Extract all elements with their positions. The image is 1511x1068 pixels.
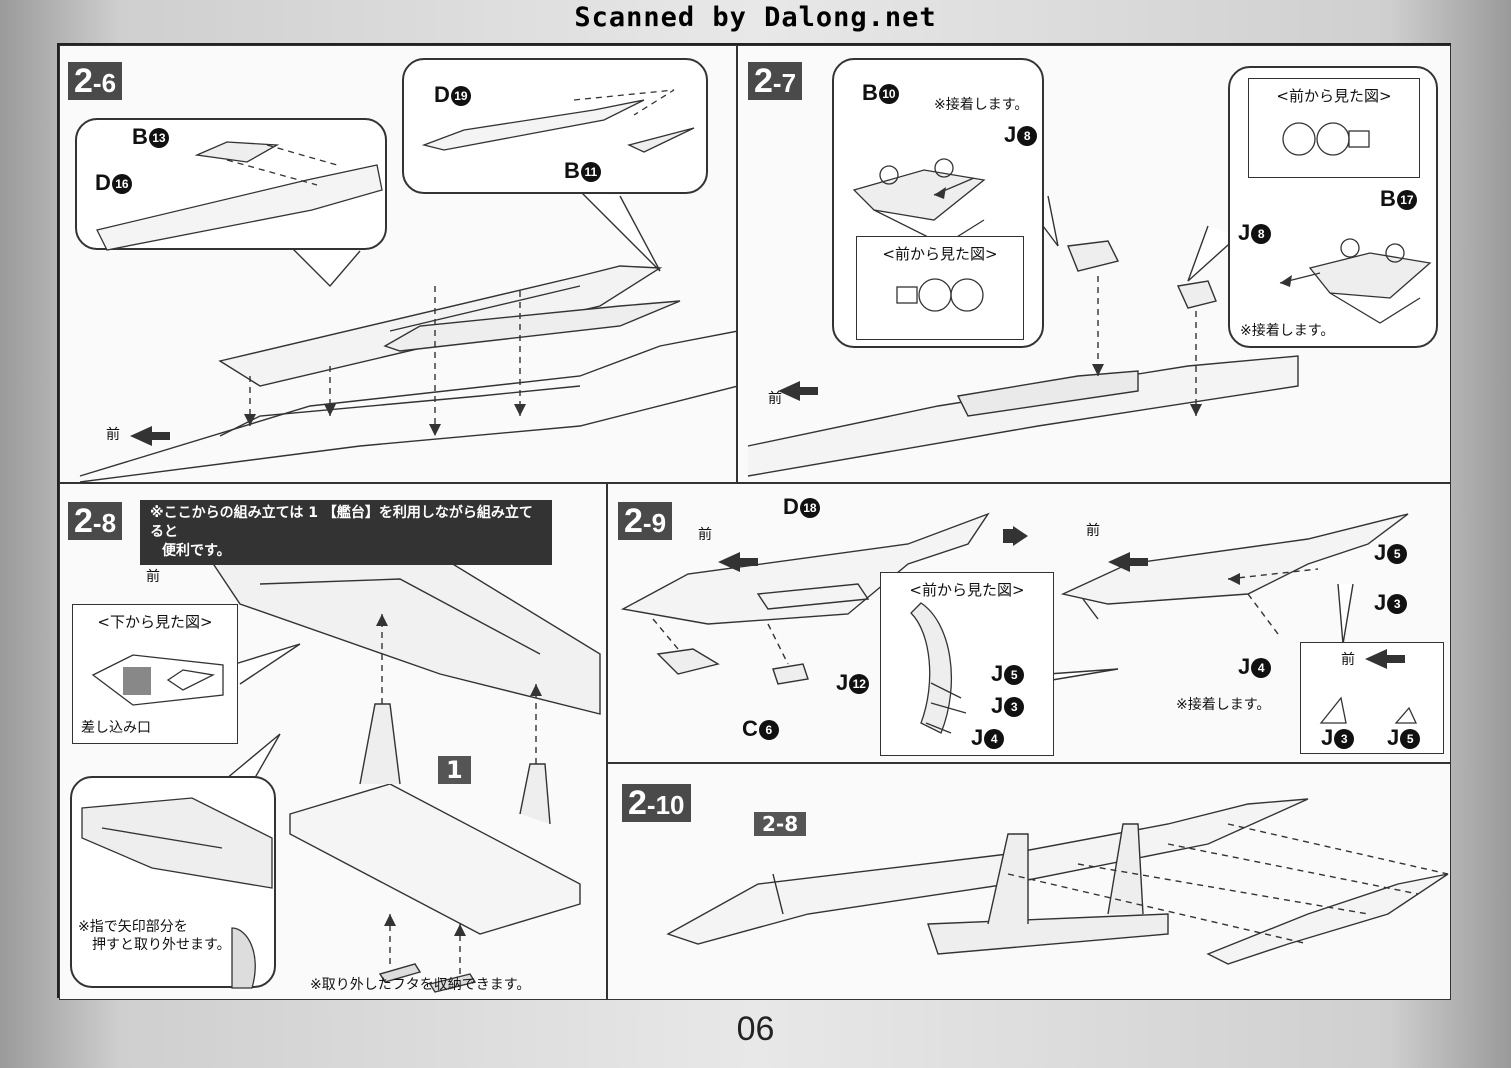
- storage-note: ※取り外したフタを収納できます。: [310, 977, 531, 993]
- step-2-8-badge: 2-8: [68, 502, 123, 540]
- front-label: 前: [768, 391, 782, 407]
- front-view-left-sketch: [896, 278, 984, 312]
- front-view-right-sketch: [1282, 122, 1370, 156]
- glue-note-right: ※接着します。: [1240, 323, 1335, 339]
- bottom-view-box: <下から見た図> 差し込み口: [72, 604, 238, 744]
- front-label: 前: [1341, 652, 1355, 668]
- j3-j5-orientation-sketch: [1319, 649, 1418, 724]
- front-view-2-9-sketch: [910, 602, 967, 734]
- bottom-view-sketch: [91, 654, 224, 706]
- front-label: 前: [698, 527, 712, 543]
- step-2-8-diagram: [82, 543, 601, 993]
- glue-note: ※接着します。: [1176, 697, 1271, 713]
- assembly-stand-notice: ※ここからの組み立ては 1 【艦台】を利用しながら組み立てると 便利です。: [140, 500, 552, 565]
- step-2-8-reference: 2-8: [754, 812, 807, 836]
- step-2-9-badge: 2-9: [618, 502, 673, 540]
- step-2-7-diagram: [747, 195, 1299, 477]
- scan-watermark: Scanned by Dalong.net: [574, 2, 937, 33]
- step-2-10-badge: 2-10: [622, 784, 691, 822]
- press-note-line2: 押すと取り外せます。: [92, 937, 231, 953]
- press-note-line1: ※指で矢印部分を: [78, 919, 188, 935]
- page-number: 06: [736, 1010, 775, 1048]
- step-2-10-panel: 2-10 2-8: [607, 763, 1451, 1000]
- front-label: 前: [1086, 523, 1100, 539]
- front-label: 前: [106, 427, 120, 443]
- removal-sketch: [81, 797, 273, 989]
- step-2-8-detail: ※指で矢印部分を 押すと取り外せます。: [70, 776, 276, 989]
- front-view-box-left: <前から見た図>: [856, 236, 1024, 340]
- d19-b11-sketch: [421, 89, 695, 153]
- step-2-7-badge: 2-7: [748, 62, 803, 100]
- step-2-9-diagram: [620, 512, 1409, 685]
- glue-note-left: ※接着します。: [934, 97, 1029, 113]
- step-2-10-diagram: [666, 798, 1449, 965]
- stand-part-number: 1: [438, 756, 471, 784]
- step-2-6-diagram: [79, 190, 736, 482]
- front-label: 前: [146, 569, 160, 585]
- d16-b13-sketch: [96, 141, 383, 251]
- b17-j8-sketch: [1279, 238, 1432, 324]
- insert-slot-label: 差し込み口: [81, 720, 151, 736]
- step-2-8-panel: 2-8 ※ここからの組み立ては 1 【艦台】を利用しながら組み立てると 便利です…: [59, 483, 607, 1000]
- step-2-6-badge: 2-6: [68, 62, 123, 100]
- front-view-box-right: <前から見た図>: [1248, 78, 1420, 178]
